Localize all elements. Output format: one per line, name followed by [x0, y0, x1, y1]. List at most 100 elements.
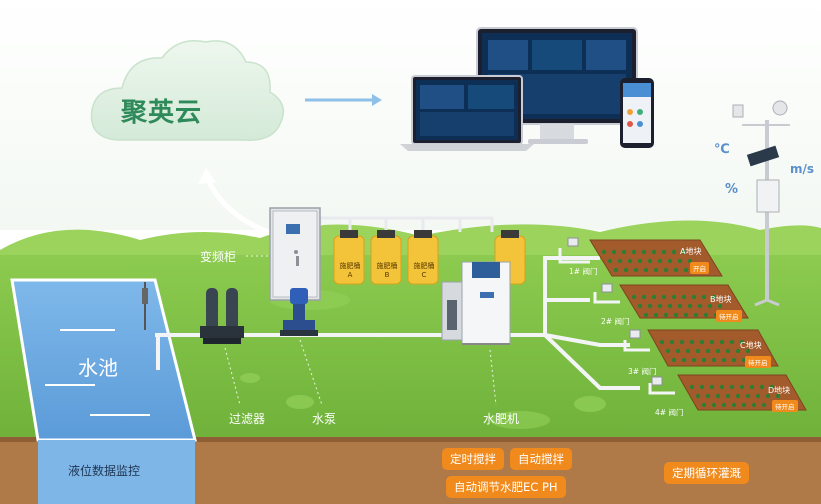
crop-plant — [691, 294, 697, 300]
crop-plant — [641, 249, 647, 255]
level-monitor-label: 液位数据监控 — [68, 464, 141, 478]
crop-plant — [739, 384, 745, 390]
crop-plant — [709, 339, 715, 345]
upload-arrow — [205, 178, 269, 235]
plot-d-status: 待开启 — [772, 400, 798, 412]
crop-plant — [751, 402, 757, 408]
weather-station — [732, 100, 790, 307]
plot-c-name: C地块 — [740, 341, 762, 350]
crop-plant — [715, 348, 721, 354]
crop-plant — [623, 267, 629, 273]
crop-plant — [717, 303, 723, 309]
crop-plant — [651, 249, 657, 255]
crop-plant — [671, 249, 677, 255]
cloud-title: 聚英云 — [121, 98, 203, 128]
crop-plant — [705, 348, 711, 354]
plot-a-valve: 1# 阀门 — [569, 267, 598, 276]
crop-plant — [647, 258, 653, 264]
crop-plant — [681, 294, 687, 300]
crop-plant — [643, 312, 649, 318]
crop-plant — [673, 312, 679, 318]
crop-plant — [711, 294, 717, 300]
crop-plant — [739, 339, 745, 345]
crop-plant — [731, 357, 737, 363]
crop-plant — [663, 267, 669, 273]
crop-plant — [703, 312, 709, 318]
plot-a-name: A地块 — [680, 247, 702, 256]
crop-plant — [653, 312, 659, 318]
crop-plant — [705, 393, 711, 399]
crop-plant — [735, 348, 741, 354]
crop-plant — [701, 402, 707, 408]
crop-plant — [745, 348, 751, 354]
feature-cyclic-irrigation: 定期循环灌溉 — [664, 462, 749, 484]
laptop-device — [400, 75, 534, 151]
crop-plant — [769, 384, 775, 390]
feature-auto-stir: 自动搅拌 — [510, 448, 572, 470]
crop-plant — [637, 303, 643, 309]
crop-plant — [725, 348, 731, 354]
filter-label: 过滤器 — [229, 412, 266, 426]
crop-plant — [701, 294, 707, 300]
plot-b-status: 待开启 — [716, 310, 742, 322]
plot-c-status: 待开启 — [745, 356, 771, 368]
filter-shape — [200, 288, 244, 344]
crop-plant — [691, 357, 697, 363]
crop-plant — [675, 348, 681, 354]
crop-plant — [689, 384, 695, 390]
crop-plant — [661, 249, 667, 255]
crop-plant — [681, 357, 687, 363]
crop-plant — [683, 267, 689, 273]
inverter-cabinet-label: 变频柜 — [200, 250, 237, 264]
cloud-shape — [90, 40, 285, 141]
crop-plant — [759, 384, 765, 390]
crop-plant — [707, 303, 713, 309]
pool-label: 水池 — [78, 356, 118, 380]
plot-d-name: D地块 — [768, 386, 791, 395]
crop-plant — [683, 312, 689, 318]
humidity-unit: % — [725, 182, 739, 197]
crop-plant — [641, 294, 647, 300]
plot-c-valve: 3# 阀门 — [628, 367, 657, 376]
feature-timed-stir: 定时搅拌 — [442, 448, 504, 470]
crop-plant — [657, 258, 663, 264]
crop-plant — [775, 393, 781, 399]
crop-plant — [761, 402, 767, 408]
crop-plant — [621, 249, 627, 255]
crop-plant — [687, 303, 693, 309]
crop-plant — [685, 348, 691, 354]
crop-plant — [627, 258, 633, 264]
fertigation-machine-label: 水肥机 — [483, 412, 520, 426]
crop-plant — [631, 249, 637, 255]
crop-plant — [695, 348, 701, 354]
crop-plant — [745, 393, 751, 399]
crop-rows — [601, 249, 787, 408]
crop-plant — [689, 339, 695, 345]
crop-plant — [729, 384, 735, 390]
crop-plant — [661, 294, 667, 300]
crop-plant — [657, 303, 663, 309]
crop-plant — [671, 357, 677, 363]
crop-plant — [611, 249, 617, 255]
crop-plant — [633, 267, 639, 273]
crop-plant — [721, 357, 727, 363]
crop-plant — [617, 258, 623, 264]
crop-plant — [681, 249, 687, 255]
crop-plant — [659, 339, 665, 345]
crop-plant — [653, 267, 659, 273]
crop-plant — [671, 294, 677, 300]
crop-plant — [735, 393, 741, 399]
crop-plant — [647, 303, 653, 309]
plot-b-name: B地块 — [710, 295, 732, 304]
crop-plant — [721, 402, 727, 408]
crop-plant — [697, 303, 703, 309]
crop-plant — [695, 393, 701, 399]
crop-plant — [741, 402, 747, 408]
crop-plant — [701, 357, 707, 363]
crop-plant — [709, 384, 715, 390]
pump-shape — [280, 288, 318, 336]
